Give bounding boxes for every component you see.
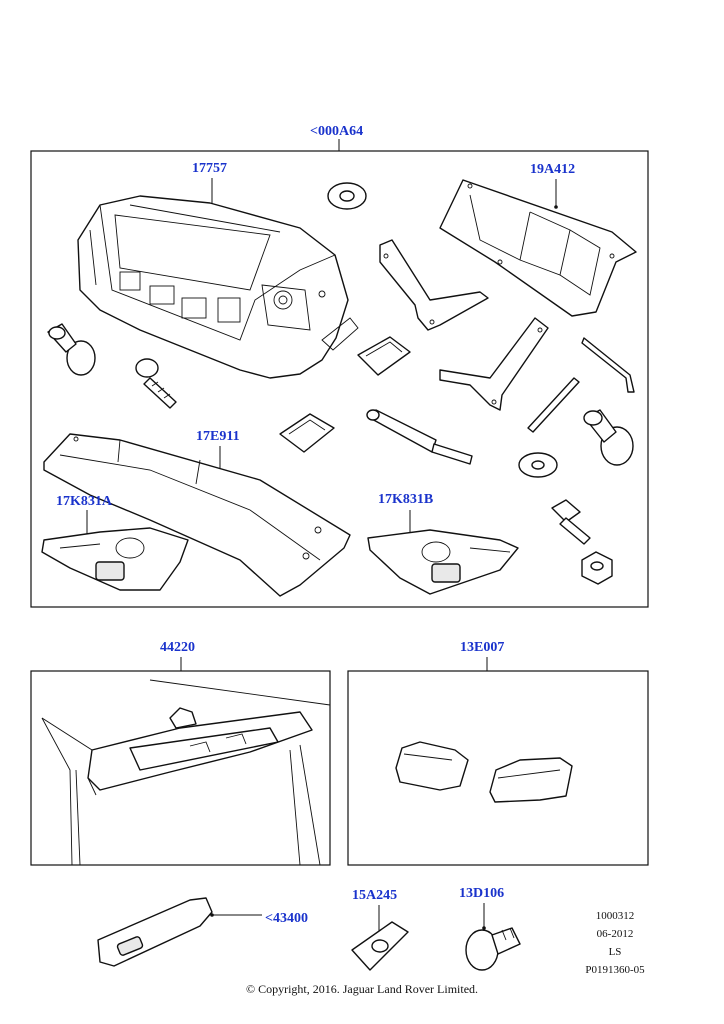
callout-13E007[interactable]: 13E007 <box>460 640 505 655</box>
part-13E007-covers <box>395 741 573 803</box>
part-washer-top <box>327 182 367 210</box>
part-pushpin-left <box>47 323 96 376</box>
callout-44220[interactable]: 44220 <box>160 640 195 655</box>
part-rods <box>527 337 635 433</box>
part-bolt-right <box>551 499 591 545</box>
callout-17757[interactable]: 17757 <box>192 161 227 176</box>
part-bracket-lower <box>439 317 549 411</box>
frame-13E007 <box>347 670 649 866</box>
part-bracket-upper <box>379 239 489 331</box>
part-19A412-panel <box>439 179 637 317</box>
leader-dot-19A412 <box>554 205 558 209</box>
callout-17E911[interactable]: 17E911 <box>196 429 240 444</box>
part-17K831B-endcap <box>367 529 519 595</box>
part-17757-housing <box>77 195 359 379</box>
callout-17K831A[interactable]: 17K831A <box>56 494 112 509</box>
part-17K831A-endcap <box>41 527 189 591</box>
callout-19A412[interactable]: 19A412 <box>530 162 576 177</box>
callout-13D106[interactable]: 13D106 <box>459 886 505 901</box>
callout-15A245[interactable]: 15A245 <box>352 888 398 903</box>
part-washer-right <box>518 452 558 478</box>
callout-kit-main[interactable]: <000A64 <box>310 124 364 139</box>
reference-line-2: 06-2012 <box>596 928 634 940</box>
part-pin-tool <box>366 409 473 465</box>
reference-line-3: LS <box>608 946 622 958</box>
leader-dot-13D106 <box>482 926 486 930</box>
reference-line-1: 1000312 <box>595 910 635 922</box>
part-44220-vehicle-view <box>41 679 331 866</box>
part-13D106-fastener <box>465 927 521 971</box>
callout-43400[interactable]: <43400 <box>265 911 308 926</box>
part-screw-left <box>135 358 177 409</box>
part-15A245-clip <box>351 921 409 971</box>
copyright-notice: © Copyright, 2016. Jaguar Land Rover Lim… <box>245 982 479 996</box>
callout-17K831B[interactable]: 17K831B <box>378 492 434 507</box>
reference-line-4: P0191360-05 <box>585 964 645 976</box>
part-sachets <box>279 336 411 453</box>
part-pushpin-right <box>583 409 634 466</box>
part-17E911-trim <box>43 433 351 597</box>
part-nut-right <box>581 551 613 585</box>
part-43400-cover <box>97 897 213 967</box>
